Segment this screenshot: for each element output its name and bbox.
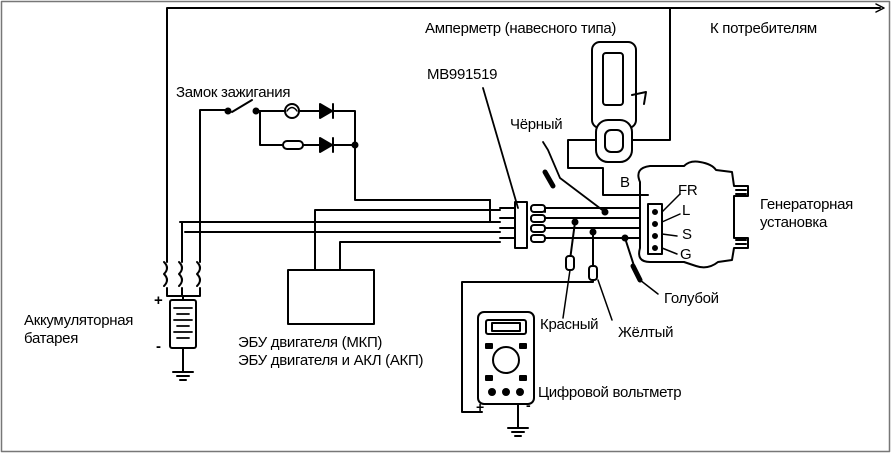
generator-label-line2: установка: [760, 214, 828, 231]
terminal-b-label: B: [620, 174, 630, 191]
red-wire-label: Красный: [540, 316, 599, 333]
battery-label-line2: батарея: [24, 330, 79, 347]
black-probe-lead: [542, 141, 606, 213]
yellow-probe-icon: [588, 265, 598, 281]
tool-leader-line: [482, 87, 519, 209]
ammeter-clamp-icon: [591, 41, 647, 163]
blue-wire-label: Голубой: [664, 290, 719, 307]
terminal-s-label: S: [682, 226, 692, 243]
yellow-wire-label: Жёлтый: [618, 324, 674, 341]
terminal-l-label: L: [682, 202, 691, 219]
battery-minus-label: -: [156, 338, 161, 355]
ignition-switch-contact: [231, 99, 253, 113]
ammeter-wire: [567, 7, 671, 196]
to-consumers-label: К потребителям: [710, 20, 817, 37]
terminal-fr-label: FR: [678, 182, 698, 199]
generator-label-line1: Генераторная: [760, 196, 853, 213]
ecu-label-line2: ЭБУ двигателя и АКЛ (АКП): [238, 352, 424, 369]
ecu-wire-1: [314, 209, 491, 271]
resistor-icon: [282, 140, 304, 150]
supply-wire-top: [166, 7, 881, 247]
black-wire-label: Чёрный: [510, 116, 563, 133]
ignition-wire-left: [199, 109, 226, 247]
connector-mb991519-icon: [514, 201, 528, 249]
ground-icon: [172, 371, 194, 381]
tool-code-label: MB991519: [427, 66, 498, 83]
diode-icon-2: [319, 137, 333, 153]
charge-lamp-wire: [354, 144, 491, 201]
alternator-icon: [637, 160, 749, 269]
diode-icon: [319, 103, 333, 119]
red-probe-icon: [565, 255, 575, 271]
ignition-switch-label: Замок зажигания: [176, 84, 291, 101]
voltmeter-label: Цифровой вольтметр: [538, 384, 682, 401]
voltmeter-positive-lead: [461, 279, 594, 413]
ammeter-label: Амперметр (навесного типа): [425, 20, 617, 37]
arrow-to-consumers-icon: [875, 3, 885, 13]
terminal-g-label: G: [680, 246, 692, 263]
battery-label-line1: Аккумуляторная: [24, 312, 134, 329]
battery-plus-label: +: [154, 292, 163, 309]
ecu-box: [287, 269, 375, 325]
ecu-label-line1: ЭБУ двигателя (МКП): [238, 334, 383, 351]
ecu-wire-2: [339, 241, 501, 271]
fuse-icon: [163, 261, 168, 287]
digital-voltmeter-icon: [477, 311, 535, 405]
voltmeter-plus-label: +: [476, 399, 484, 415]
voltmeter-minus-label: -: [526, 397, 531, 413]
blue-probe-icon: [630, 263, 643, 283]
